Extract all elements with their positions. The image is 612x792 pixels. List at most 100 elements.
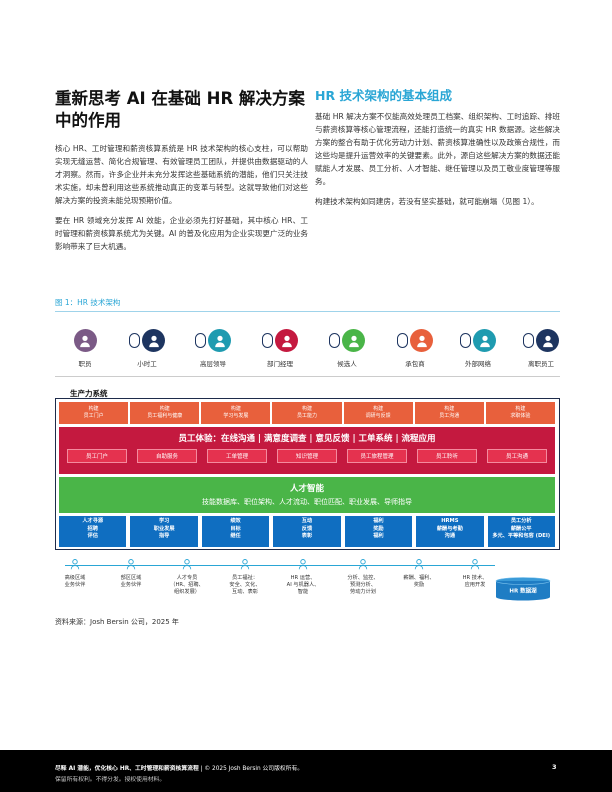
productivity-systems-label: 生产力系统 — [70, 389, 108, 398]
productivity-cell: 构建员工门户 — [59, 402, 129, 424]
left-column: 重新思考 AI 在基础 HR 解决方案中的作用 核心 HR、工时管理和薪资核算系… — [55, 88, 308, 260]
employee-experience-row: 员工体验：在线沟通 | 满意度调查 | 意见反馈 | 工单系统 | 流程应用 员… — [59, 427, 555, 474]
productivity-cell-line: 员工门户 — [83, 413, 104, 419]
persona-7: 离职员工 — [506, 326, 576, 368]
hr-role-1: 部区区域业务伙伴 — [101, 555, 161, 589]
section-title: HR 技术架构的基本组成 — [315, 88, 452, 103]
person-outline-icon — [273, 555, 333, 574]
core-hr-cell-line: 互动 — [301, 518, 313, 524]
hr-role-text: 劳动力计划 — [350, 589, 376, 595]
persona-label: 外部网络 — [465, 360, 491, 368]
right-column: HR 技术架构的基本组成 基础 HR 解决方案不仅能高效处理员工档案、组织架构、… — [315, 88, 560, 215]
employee-experience-box: 工单管理 — [207, 449, 267, 463]
hr-role-text: 业务伙伴 — [120, 582, 142, 588]
persona-6: 外部网络 — [443, 326, 513, 368]
person-outline-icon — [215, 555, 275, 574]
device-icon — [262, 333, 273, 348]
productivity-cell-line: 构建 — [444, 406, 455, 412]
figure-title: 图 1：HR 技术架构 — [55, 298, 121, 307]
productivity-cell-line: 调研与反馈 — [365, 413, 391, 419]
page-title: 重新思考 AI 在基础 HR 解决方案中的作用 — [55, 89, 305, 130]
architecture-frame: 构建员工门户构建员工福利与健康构建学习与发展构建员工能力构建调研与反馈构建员工沟… — [55, 398, 560, 550]
core-hr-cell-line: 员工分析 — [510, 518, 532, 524]
hr-role-text: 组织发展） — [174, 589, 200, 595]
section-paragraph-2: 构建技术架构如同建房，若没有坚实基础，就可能崩塌（见图 1）。 — [315, 197, 539, 206]
persona-label: 离职员工 — [528, 360, 554, 368]
intro-paragraph-2: 要在 HR 领域充分发挥 AI 效能，企业必须先打好基础，其中核心 HR、工时管… — [55, 216, 308, 251]
talent-intelligence-subtitle: 技能数据库、职位架构、人才流动、职位匹配、职业发展、导师指导 — [202, 498, 412, 506]
roles-connector-line — [65, 565, 495, 566]
hr-role-3: 员工福祉：安全、文化、互动、表彰 — [215, 555, 275, 596]
person-icon — [536, 329, 559, 352]
hr-role-text: 智能 — [297, 589, 309, 595]
productivity-cell-line: 构建 — [230, 406, 241, 412]
person-icon — [208, 329, 231, 352]
hr-role-text: 员工福祉： — [232, 575, 258, 581]
productivity-cell-line: 构建 — [159, 406, 170, 412]
figure-source: 资料来源：Josh Bersin 公司，2025 年 — [55, 618, 179, 626]
productivity-cell-line: 求职体验 — [510, 413, 531, 419]
productivity-cell: 构建学习与发展 — [201, 402, 271, 424]
hr-roles-row: 高级区域业务伙伴部区区域业务伙伴人才专员（HR、招聘、组织发展）员工福祉：安全、… — [55, 555, 560, 605]
database-icon: HR 数据湖 — [495, 577, 551, 601]
person-outline-icon — [445, 555, 505, 574]
core-hr-cell: 学习职业发展指导 — [130, 516, 198, 547]
core-hr-cell-line: 福利 — [373, 518, 384, 524]
hr-role-2: 人才专员（HR、招聘、组织发展） — [157, 555, 217, 596]
productivity-cell: 构建员工能力 — [272, 402, 342, 424]
core-hr-cell-line: 继任 — [230, 533, 241, 539]
employee-experience-box: 自助服务 — [137, 449, 197, 463]
productivity-cell: 构建求职体验 — [485, 402, 555, 424]
core-hr-cell: 绩效目标继任 — [201, 516, 270, 547]
core-hr-cell-line: 目标 — [230, 525, 241, 532]
hr-role-text: 安全、文化、 — [229, 582, 261, 588]
device-icon — [129, 333, 140, 348]
hr-role-text: 互动、表彰 — [232, 589, 258, 595]
hr-data-lake: HR 数据湖 — [495, 577, 551, 601]
hr-role-text: 应用开发 — [464, 582, 486, 588]
hr-role-text: 人才专员 — [176, 575, 198, 581]
employee-experience-box: 员工旅程管理 — [347, 449, 407, 463]
hr-role-4: HR 运营、AI 与机器人、智能 — [273, 555, 333, 596]
person-outline-icon — [157, 555, 217, 574]
core-hr-cell-line: 职业发展 — [153, 525, 175, 532]
talent-intelligence-row: 人才智能 技能数据库、职位架构、人才流动、职位匹配、职业发展、导师指导 — [59, 477, 555, 513]
device-icon — [195, 333, 206, 348]
hr-role-text: HR 运营、 — [290, 575, 316, 581]
productivity-cell-line: 员工沟通 — [439, 413, 460, 419]
persona-5: 承包商 — [380, 326, 450, 368]
persona-label: 职员 — [78, 360, 92, 368]
device-icon — [523, 333, 534, 348]
page-number: 3 — [552, 763, 557, 771]
hr-role-text: 高级区域 — [64, 575, 86, 581]
core-hr-cell-line: 福利 — [373, 533, 384, 539]
core-hr-cell-line: 反馈 — [301, 525, 313, 532]
person-icon — [473, 329, 496, 352]
core-hr-cell-line: 人才寻源 — [82, 518, 104, 524]
persona-1: 小时工 — [112, 326, 182, 368]
person-icon — [73, 329, 97, 352]
persona-row: 职员小时工高层领导部门经理候选人承包商外部网络离职员工 — [55, 326, 560, 372]
hr-role-text: 分析、监控、 — [347, 575, 379, 581]
productivity-cell: 构建员工福利与健康 — [130, 402, 200, 424]
hr-role-text: 部区区域 — [120, 575, 142, 581]
persona-2: 高层领导 — [178, 326, 248, 368]
core-hr-cell: 员工分析薪酬公平多元、平等和包容 (DEI) — [487, 516, 555, 547]
persona-label: 高层领导 — [200, 360, 226, 368]
core-hr-cell-line: 薪酬公平 — [510, 525, 532, 532]
employee-experience-box: 员工沟通 — [487, 449, 547, 463]
productivity-cell-line: 员工能力 — [296, 413, 317, 419]
data-lake-label: HR 数据湖 — [509, 587, 537, 595]
person-icon — [410, 329, 433, 352]
persona-divider — [55, 376, 560, 377]
talent-intelligence-title: 人才智能 — [289, 484, 324, 494]
person-icon — [342, 329, 365, 352]
core-hr-cell-line: 指导 — [158, 533, 170, 539]
hr-role-7: HR 技术、应用开发 — [445, 555, 505, 589]
productivity-cell-line: 员工福利与健康 — [147, 413, 183, 419]
footer-line-2: 保留所有权利。不得分发。授权使用材料。 — [55, 777, 166, 783]
core-hr-cell-line: 绩效 — [230, 518, 241, 524]
hr-role-text: HR 技术、 — [462, 575, 488, 581]
device-icon — [460, 333, 471, 348]
